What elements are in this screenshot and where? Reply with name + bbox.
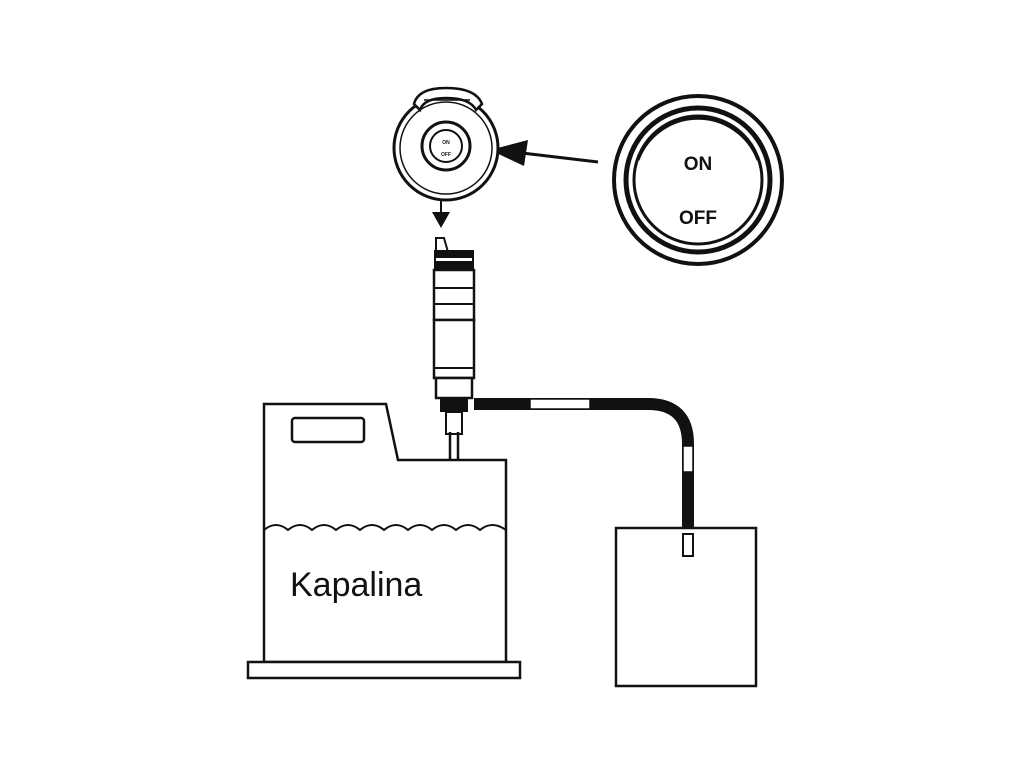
- switch-detail: ON OFF: [612, 94, 784, 266]
- pump-shaft-top: [445, 411, 463, 435]
- pump-grip: [432, 268, 476, 322]
- hose-band-2: [682, 445, 694, 473]
- pump-body: [432, 237, 476, 435]
- hose-band-1: [529, 398, 591, 410]
- pump-head-rim: [399, 101, 493, 195]
- receiving-container: [614, 526, 758, 688]
- pump-collar: [440, 398, 468, 412]
- small-switch-off-label: OFF: [441, 152, 451, 158]
- liquid-container: Kapalina: [246, 402, 522, 680]
- down-arrowhead: [432, 212, 450, 228]
- container-label: Kapalina: [290, 566, 422, 604]
- liquid-surface: [263, 524, 507, 532]
- hose-outline: [474, 398, 694, 540]
- switch-outer-ring: [612, 94, 784, 266]
- small-switch-inner: [429, 129, 463, 163]
- switch-on-label: ON: [684, 154, 713, 175]
- pump-cap-band: [436, 258, 472, 261]
- small-switch-on-label: ON: [442, 140, 450, 146]
- switch-bevel: [636, 116, 760, 161]
- pointer-arrow: [490, 140, 599, 166]
- pump-outlet-block: [434, 376, 474, 400]
- hose-end-over: [682, 533, 694, 557]
- switch-middle-ring: [623, 105, 773, 255]
- container-base: [246, 660, 522, 680]
- pump-top-clip: [435, 237, 450, 253]
- pointer-arrowhead: [490, 140, 528, 166]
- pump-head-top-view: ON OFF: [392, 86, 500, 202]
- pump-lower-body: [432, 318, 476, 380]
- switch-inner-ring: [632, 114, 764, 246]
- container-handle: [290, 416, 366, 444]
- switch-off-label: OFF: [679, 208, 717, 229]
